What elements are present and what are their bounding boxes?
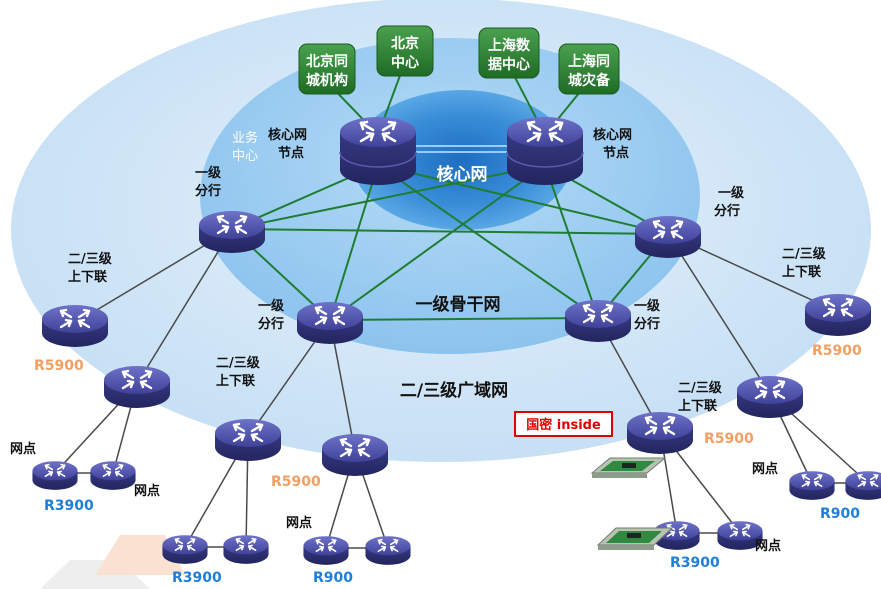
branch-label: 分行 [714, 203, 740, 219]
updown-label: 上下联 [68, 270, 107, 285]
core-router-beijing [338, 115, 418, 187]
datacenter-beijing-center: 北京 中心 [376, 25, 434, 77]
updown-router-right [625, 410, 695, 456]
outlet-router [31, 460, 79, 491]
wan-zone-label: 二/三级广域网 [400, 380, 508, 401]
branch-label: 分行 [634, 316, 660, 332]
core-node-label: 核心网 [268, 127, 307, 143]
datacenter-label: 上海同 [568, 53, 610, 70]
branch-label: 一级 [195, 165, 222, 181]
branch-label: 一级 [718, 185, 745, 201]
datacenter-shanghai-dr: 上海同 城灾备 [558, 43, 620, 95]
updown-label: 上下联 [216, 374, 255, 389]
outlet-router [161, 534, 209, 565]
branch-label: 一级 [634, 298, 661, 314]
updown-label: 二/三级 [216, 355, 261, 371]
outlet-label: 网点 [10, 441, 36, 457]
outlet-label: 网点 [752, 461, 778, 477]
datacenter-label: 据中心 [488, 56, 530, 73]
core-router-shanghai [505, 115, 585, 187]
model-label-r900: R900 [820, 506, 860, 522]
core-node-label: 节点 [603, 145, 629, 161]
model-label-r5900: R5900 [812, 343, 862, 359]
r5900-router-center [320, 432, 390, 478]
model-label-r3900: R3900 [172, 570, 222, 586]
outlet-router [844, 470, 881, 501]
core-zone-label: 核心网 [437, 164, 488, 185]
guomi-inside-badge: 国密 inside [514, 411, 613, 437]
updown-label: 二/三级 [782, 246, 827, 262]
updown-label: 二/三级 [678, 380, 723, 396]
datacenter-label: 上海数 [488, 37, 531, 54]
core-node-label: 核心网 [593, 127, 632, 143]
updown-label: 上下联 [678, 399, 717, 414]
outlet-router [222, 534, 270, 565]
updown-label: 二/三级 [68, 251, 113, 267]
branch-label: 分行 [258, 316, 284, 332]
datacenter-label: 中心 [391, 54, 419, 71]
outlet-router [89, 460, 137, 491]
model-label-r5900: R5900 [271, 474, 321, 490]
datacenter-beijing-metro: 北京同 城机构 [298, 43, 356, 95]
r5900-router-right-lower [735, 374, 805, 420]
branch-label: 一级 [258, 298, 285, 314]
updown-label: 上下联 [782, 265, 821, 280]
outlet-router [302, 535, 350, 566]
guomi-inside-label: 国密 inside [526, 417, 601, 433]
branch-router-center-right [563, 298, 633, 344]
outlet-router [364, 535, 412, 566]
outlet-label: 网点 [134, 483, 160, 499]
service-center-label: 业务 [232, 130, 258, 146]
datacenter-label: 城灾备 [568, 72, 611, 89]
branch-router-right [633, 214, 703, 260]
branch-router-center-left [295, 300, 365, 346]
model-label-r900: R900 [313, 570, 353, 586]
r5900-router-left [40, 303, 110, 349]
datacenter-label: 北京 [391, 35, 419, 52]
model-label-r3900: R3900 [670, 555, 720, 571]
datacenter-label: 城机构 [306, 72, 348, 89]
backbone-zone-label: 一级骨干网 [416, 294, 501, 315]
datacenter-label: 北京同 [306, 53, 348, 70]
core-node-label: 节点 [278, 145, 304, 161]
outlet-label: 网点 [755, 538, 781, 554]
branch-router-left [197, 209, 267, 255]
model-label-r5900: R5900 [34, 358, 84, 374]
service-center-label: 中心 [232, 149, 258, 164]
crypto-card-icon [596, 527, 674, 550]
updown-router-left [102, 364, 172, 410]
outlet-label: 网点 [286, 515, 312, 531]
datacenter-shanghai-data: 上海数 据中心 [478, 27, 540, 79]
branch-label: 分行 [195, 183, 221, 199]
r5900-router-right [803, 292, 873, 338]
model-label-r3900: R3900 [44, 498, 94, 514]
updown-router-center [213, 417, 283, 463]
crypto-card-icon [590, 457, 667, 478]
outlet-router [788, 470, 836, 501]
model-label-r5900: R5900 [704, 431, 754, 447]
